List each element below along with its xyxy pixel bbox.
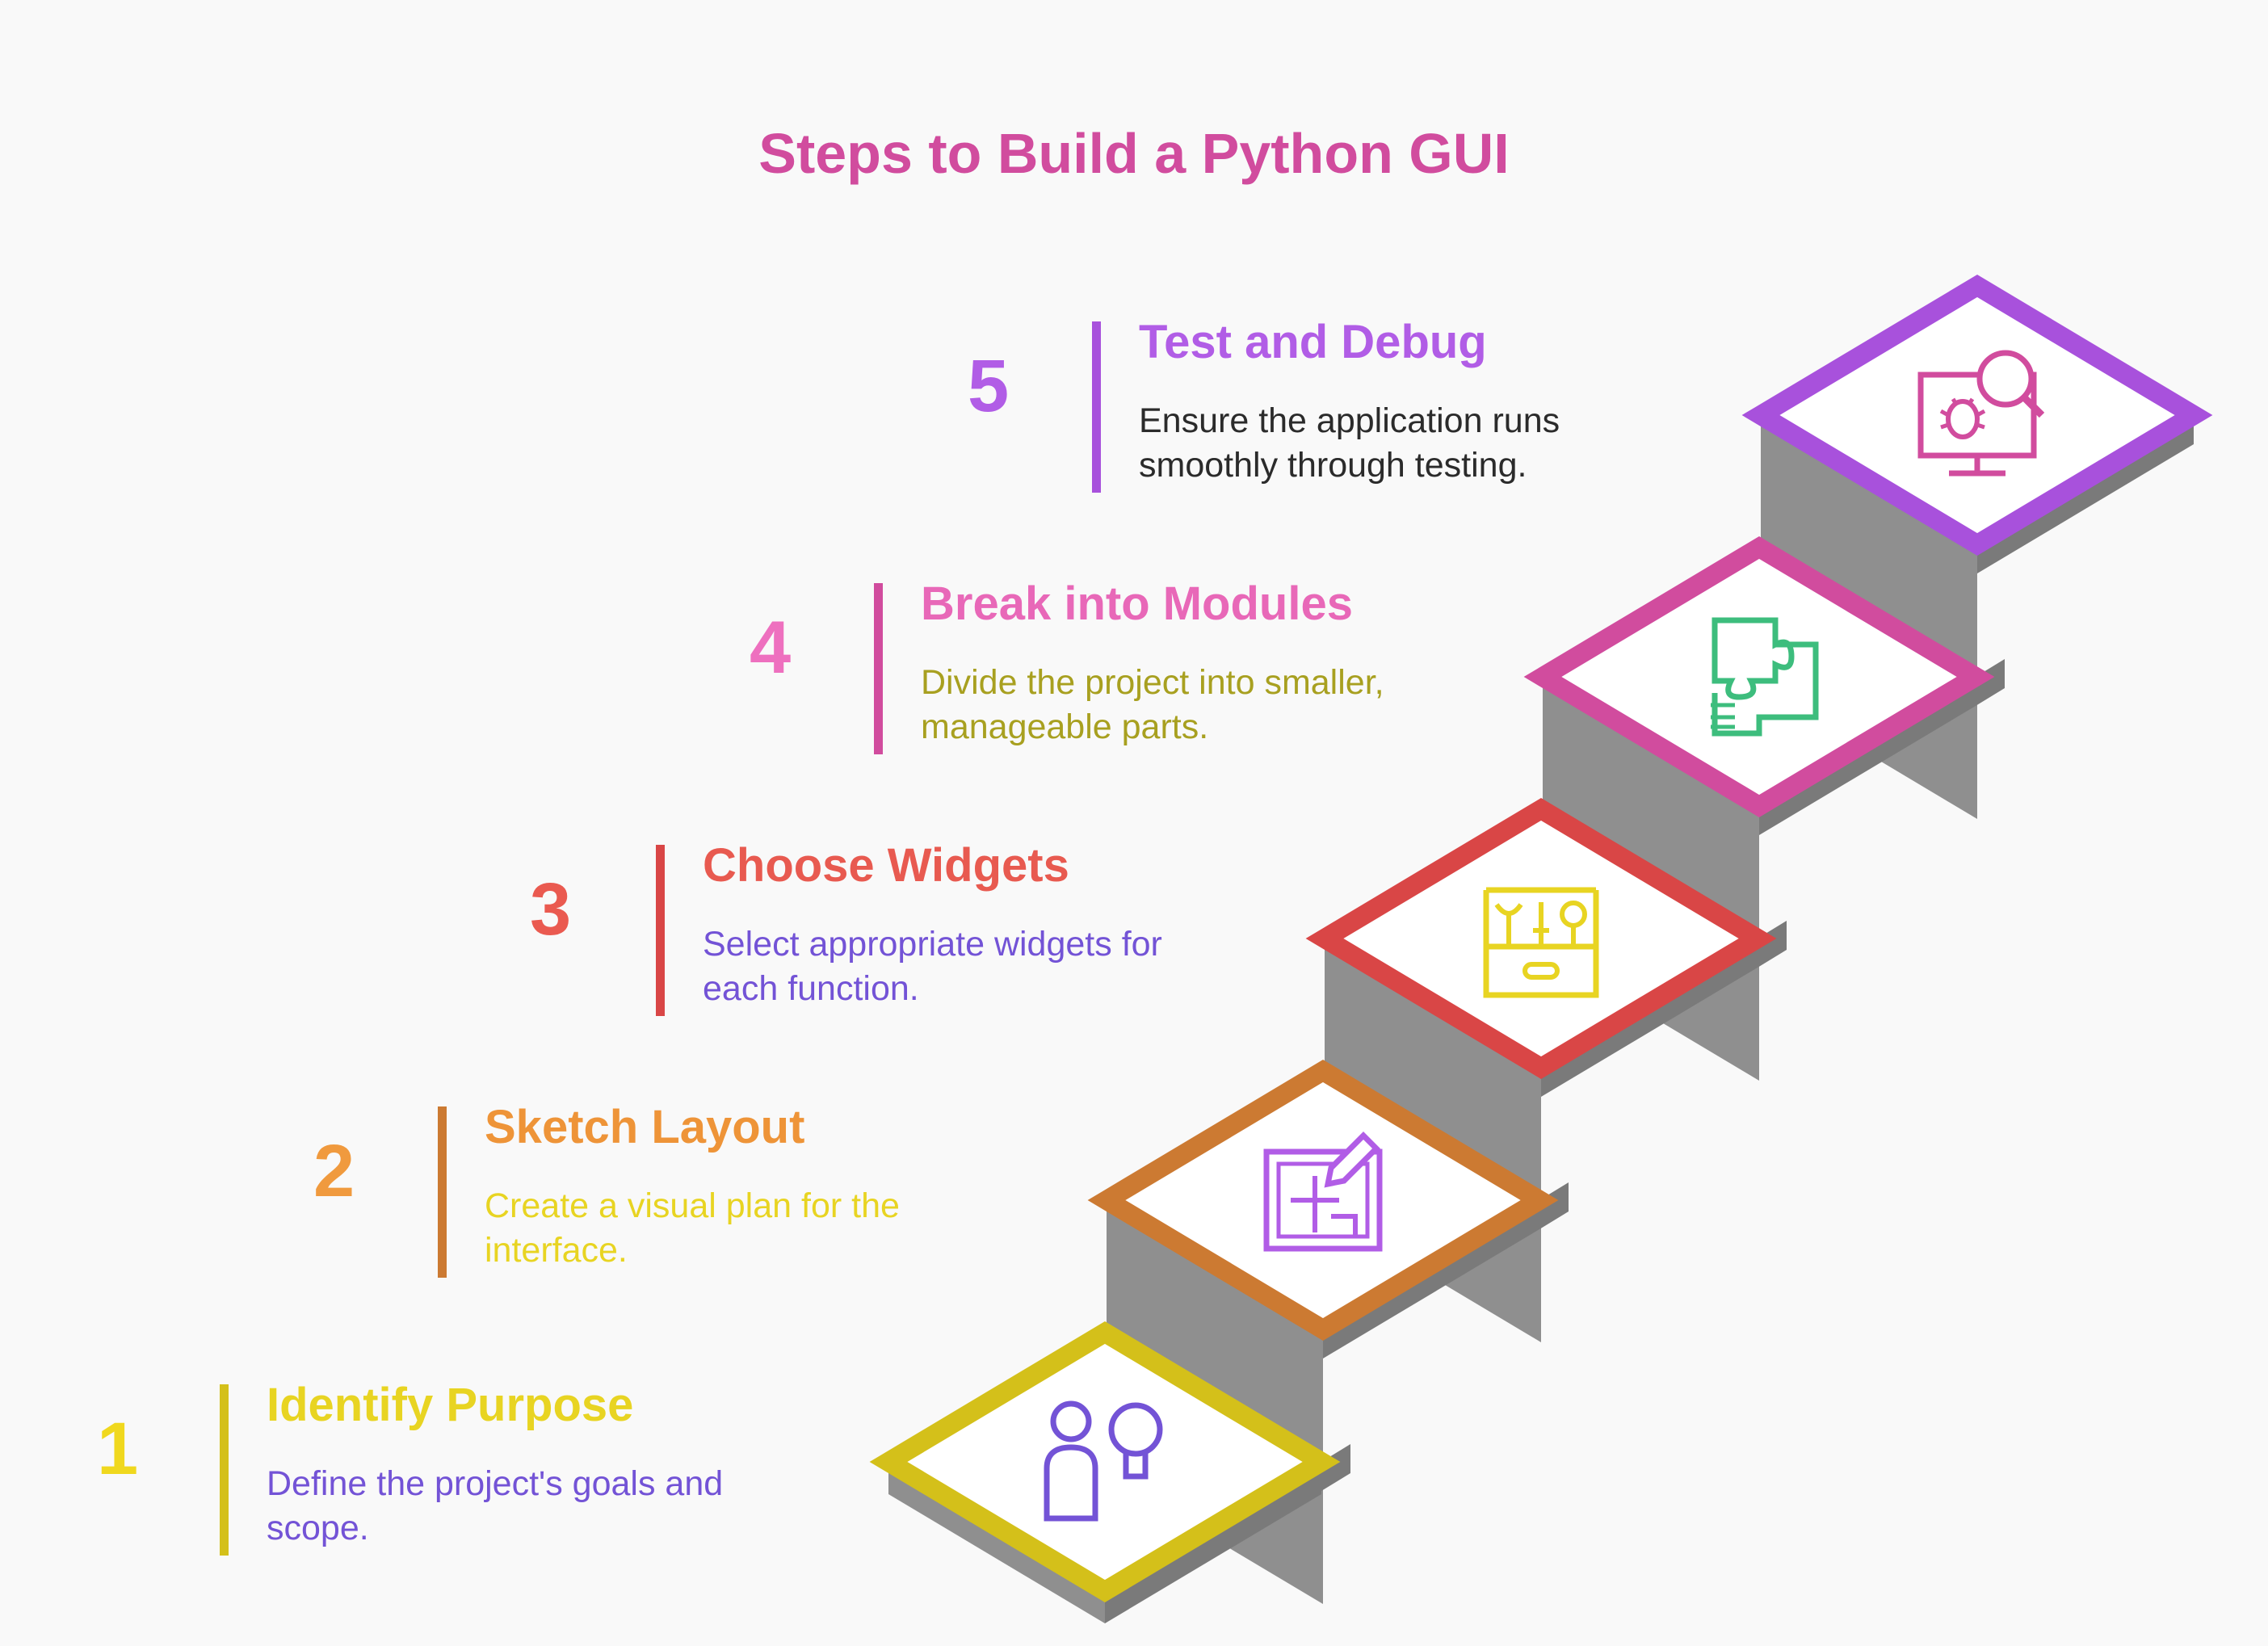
step-title: Choose Widgets <box>703 839 1069 892</box>
person-lightbulb-icon <box>1044 1400 1163 1522</box>
step-tile-frame <box>869 1321 1341 1602</box>
blueprint-pencil-icon <box>1263 1132 1383 1252</box>
step-tile <box>1305 798 1777 1079</box>
step-title: Sketch Layout <box>485 1101 805 1153</box>
step-tile <box>1087 1060 1559 1341</box>
step-number: 3 <box>530 868 572 951</box>
step-back-wall <box>1321 1444 1350 1491</box>
page-title: Steps to Build a Python GUI <box>758 122 1510 185</box>
step-description: Divide the project into smaller, managea… <box>921 663 1384 746</box>
step-number: 4 <box>750 607 792 689</box>
step-back-wall <box>1976 659 2005 706</box>
step-title: Test and Debug <box>1139 316 1487 368</box>
step-divider <box>656 845 665 1016</box>
step-tile <box>1741 275 2213 556</box>
step-divider <box>874 583 883 754</box>
step-title: Identify Purpose <box>267 1379 634 1431</box>
step-tile <box>1523 536 1995 817</box>
step-description: Define the project's goals and scope. <box>267 1464 724 1547</box>
step-tile <box>869 1321 1341 1602</box>
step-description: Create a visual plan for the interface. <box>485 1186 900 1270</box>
step-title: Break into Modules <box>921 577 1353 630</box>
step-description: Select appropriate widgets for each func… <box>703 925 1162 1008</box>
step-back-wall <box>1758 921 1787 968</box>
step-divider <box>220 1384 229 1556</box>
step-divider <box>438 1106 447 1278</box>
step-number: 5 <box>968 345 1010 427</box>
step-number: 1 <box>97 1408 139 1490</box>
puzzle-modules-icon <box>1711 617 1819 737</box>
step-divider <box>1092 321 1101 493</box>
bug-search-monitor-icon <box>1917 350 2045 477</box>
step-number: 2 <box>313 1130 355 1212</box>
toolbox-icon <box>1483 887 1599 998</box>
step-back-wall <box>1539 1182 1569 1229</box>
step-description: Ensure the application runs smoothly thr… <box>1139 401 1560 485</box>
step-tile-frame <box>1523 536 1995 817</box>
